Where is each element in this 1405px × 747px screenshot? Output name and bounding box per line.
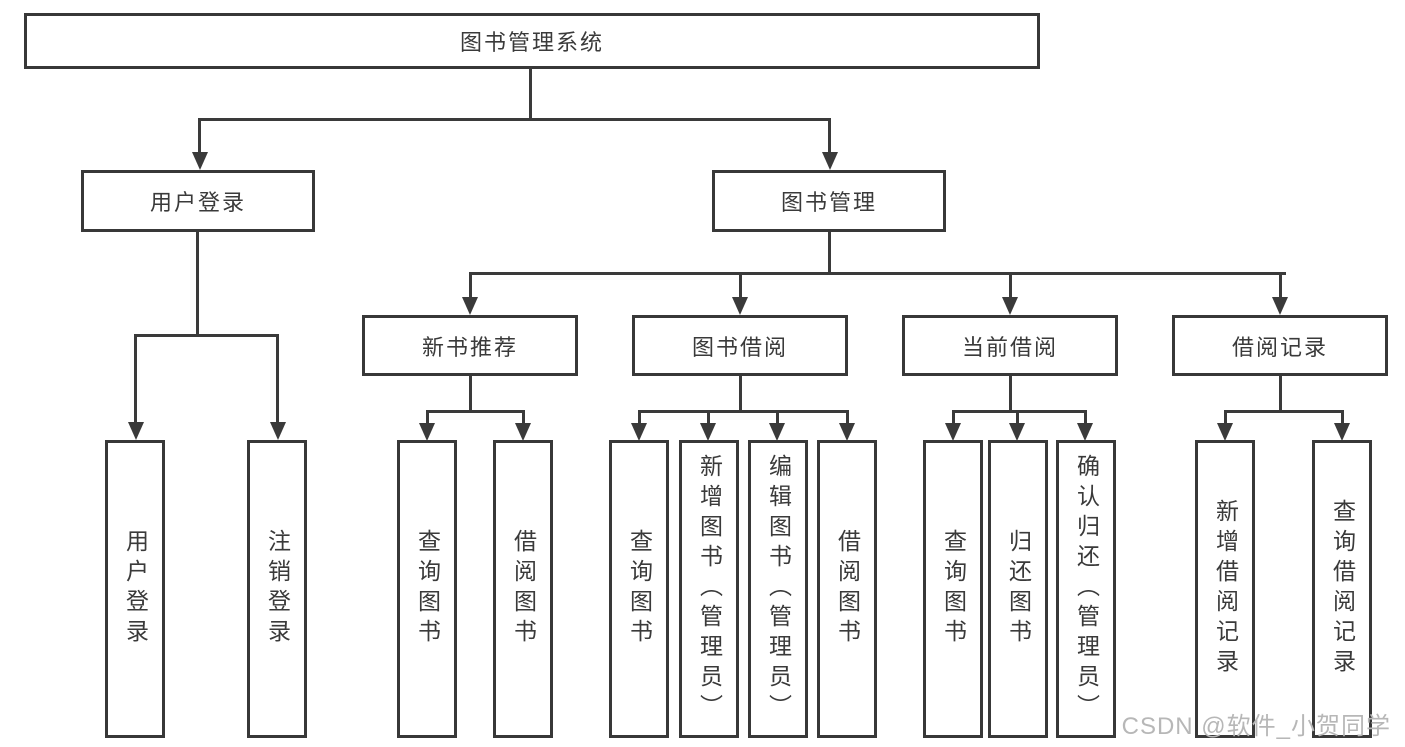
leaf-label: 注销登录	[264, 529, 291, 649]
leaf-label: 借阅图书	[834, 529, 861, 649]
node-label: 新书推荐	[421, 334, 518, 360]
leaf-borrow-books: 借阅图书	[493, 440, 553, 738]
leaf-query-books-3: 查询图书	[923, 440, 983, 738]
arrow-into-book-borrow	[732, 297, 748, 315]
leaf-label: 新增借阅记录	[1212, 499, 1239, 679]
connector-current-borrow-split	[952, 410, 1087, 413]
leaf-user-login: 用户登录	[105, 440, 165, 738]
leaf-label: 查询图书	[940, 529, 967, 649]
connector-stem	[707, 410, 710, 425]
arrow-into-leaf	[631, 423, 647, 441]
leaf-label: 查询图书	[626, 529, 653, 649]
node-label: 当前借阅	[961, 334, 1058, 360]
leaf-label: 查询借阅记录	[1329, 499, 1356, 679]
leaf-add-books-admin: 新增图书（管理员）	[679, 440, 739, 738]
connector-user-login-split	[134, 334, 279, 337]
connector-level3-split	[469, 272, 1286, 275]
node-label: 图书管理	[780, 190, 877, 215]
leaf-label: 新增图书（管理员）	[696, 454, 723, 724]
leaf-logout: 注销登录	[247, 440, 307, 738]
connector-new-book-split	[426, 410, 525, 413]
leaf-query-books: 查询图书	[397, 440, 457, 738]
node-current-borrow: 当前借阅	[902, 315, 1118, 376]
arrow-into-leaf-logout	[270, 422, 286, 440]
connector-stem-new-book	[469, 272, 472, 300]
leaf-label: 用户登录	[122, 529, 149, 649]
connector-stem	[952, 410, 955, 425]
arrow-into-leaf	[515, 423, 531, 441]
connector-stem-book-management	[828, 118, 831, 155]
arrow-into-borrow-record	[1272, 297, 1288, 315]
arrow-into-leaf	[1334, 423, 1350, 441]
node-label: 图书借阅	[691, 334, 788, 360]
leaf-label: 编辑图书（管理员）	[765, 454, 792, 724]
watermark: CSDN @软件_小贺同学	[1121, 713, 1391, 740]
connector-stem	[1084, 410, 1087, 425]
connector-stem	[522, 410, 525, 425]
node-label: 图书管理系统	[459, 30, 604, 55]
connector-stem-current-borrow	[1009, 272, 1012, 300]
connector-borrow-record-split	[1224, 410, 1344, 413]
connector-stem-book-borrow	[739, 272, 742, 300]
connector-root-down	[529, 67, 532, 120]
connector-book-borrow-down	[739, 376, 742, 412]
arrow-into-leaf	[769, 423, 785, 441]
connector-stem	[846, 410, 849, 425]
arrow-into-book-management	[822, 152, 838, 170]
arrow-into-current-borrow	[1002, 297, 1018, 315]
node-new-book-recommend: 新书推荐	[362, 315, 578, 376]
arrow-into-leaf	[1009, 423, 1025, 441]
connector-level2-split	[198, 118, 831, 121]
connector-stem	[1016, 410, 1019, 425]
arrow-into-new-book	[462, 297, 478, 315]
leaf-label: 查询图书	[414, 529, 441, 649]
connector-current-borrow-down	[1009, 376, 1012, 412]
leaf-confirm-return-admin: 确认归还（管理员）	[1056, 440, 1116, 738]
leaf-return-books: 归还图书	[988, 440, 1048, 738]
node-book-borrow: 图书借阅	[632, 315, 848, 376]
arrow-into-leaf	[839, 423, 855, 441]
connector-user-login-down	[196, 232, 199, 336]
node-label: 用户登录	[149, 190, 246, 215]
connector-book-borrow-split	[638, 410, 849, 413]
connector-stem-user-login	[198, 118, 201, 155]
leaf-query-borrow-record: 查询借阅记录	[1312, 440, 1372, 738]
leaf-label: 确认归还（管理员）	[1073, 454, 1100, 724]
arrow-into-leaf	[1217, 423, 1233, 441]
connector-new-book-down	[469, 376, 472, 412]
node-library-management-system: 图书管理系统	[24, 13, 1040, 69]
connector-borrow-record-down	[1279, 376, 1282, 412]
node-user-login: 用户登录	[81, 170, 315, 232]
leaf-add-borrow-record: 新增借阅记录	[1195, 440, 1255, 738]
connector-stem	[1224, 410, 1227, 425]
leaf-label: 归还图书	[1005, 529, 1032, 649]
connector-stem-leaf-login	[134, 334, 137, 424]
connector-stem	[1341, 410, 1344, 425]
arrow-into-leaf	[945, 423, 961, 441]
node-borrow-record: 借阅记录	[1172, 315, 1388, 376]
arrow-into-leaf	[419, 423, 435, 441]
arrow-into-user-login	[192, 152, 208, 170]
arrow-into-leaf	[1077, 423, 1093, 441]
leaf-borrow-books-2: 借阅图书	[817, 440, 877, 738]
connector-book-management-down	[828, 232, 831, 274]
node-label: 借阅记录	[1231, 334, 1328, 360]
leaf-label: 借阅图书	[510, 529, 537, 649]
leaf-edit-books-admin: 编辑图书（管理员）	[748, 440, 808, 738]
connector-stem-leaf-logout	[276, 334, 279, 424]
connector-stem	[426, 410, 429, 425]
connector-stem	[776, 410, 779, 425]
leaf-query-books-2: 查询图书	[609, 440, 669, 738]
connector-stem	[638, 410, 641, 425]
connector-stem-borrow-record	[1279, 272, 1282, 300]
arrow-into-leaf	[700, 423, 716, 441]
node-book-management: 图书管理	[712, 170, 946, 232]
arrow-into-leaf-login	[128, 422, 144, 440]
